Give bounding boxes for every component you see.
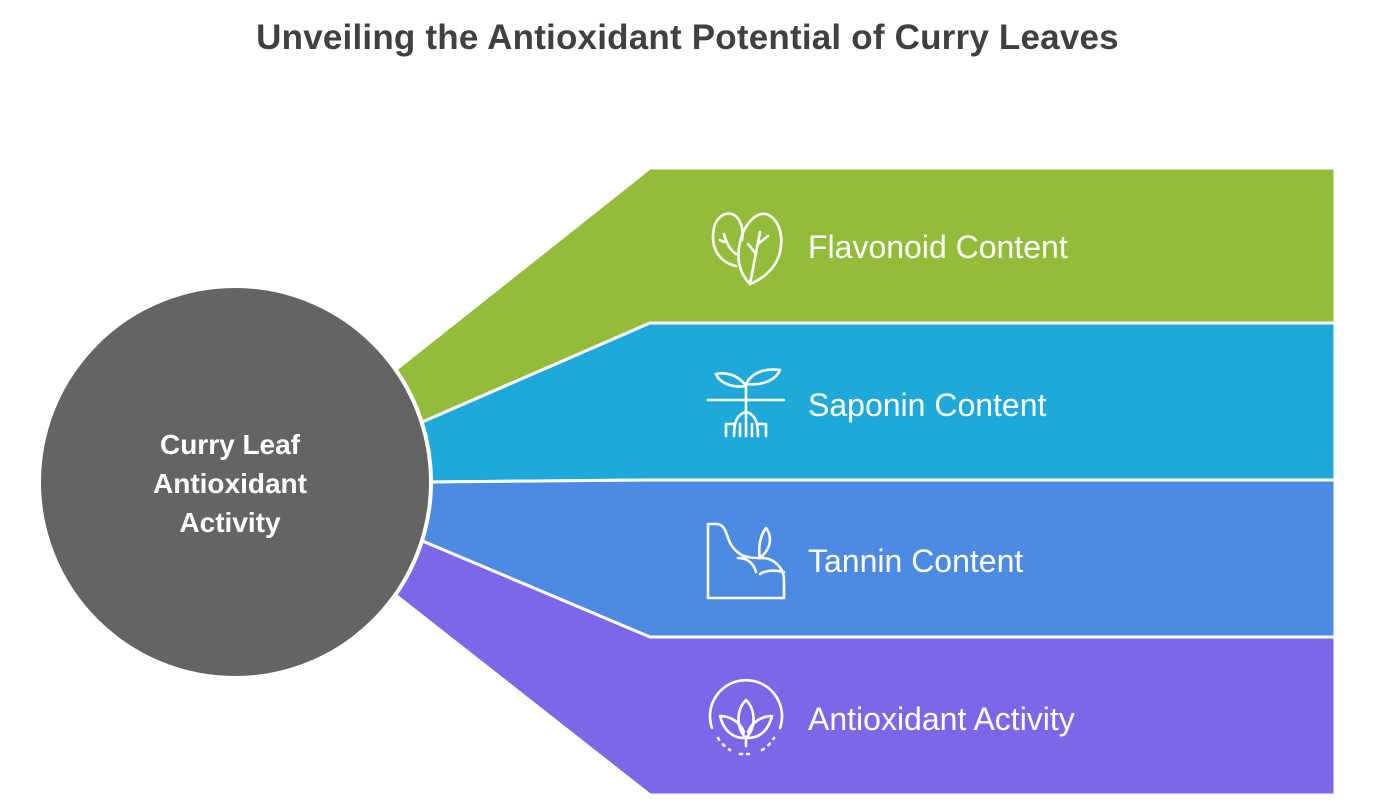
band-label-saponin: Saponin Content (808, 387, 1047, 423)
band-label-tannin: Tannin Content (808, 543, 1024, 579)
lotus-circle-icon (704, 676, 788, 760)
leaves-icon (704, 204, 788, 288)
center-label-line-2: Antioxidant (153, 468, 307, 499)
band-label-flavonoid: Flavonoid Content (808, 229, 1068, 265)
center-circle (37, 284, 433, 680)
band-label-antioxidant: Antioxidant Activity (808, 701, 1075, 737)
hillside-plant-icon (704, 518, 788, 602)
center-label-line-3: Activity (179, 507, 281, 538)
center-label: Curry Leaf Antioxidant Activity (60, 425, 400, 542)
diagram-title: Unveiling the Antioxidant Potential of C… (256, 18, 1119, 57)
sprout-roots-icon (704, 362, 788, 446)
center-label-line-1: Curry Leaf (159, 429, 301, 460)
